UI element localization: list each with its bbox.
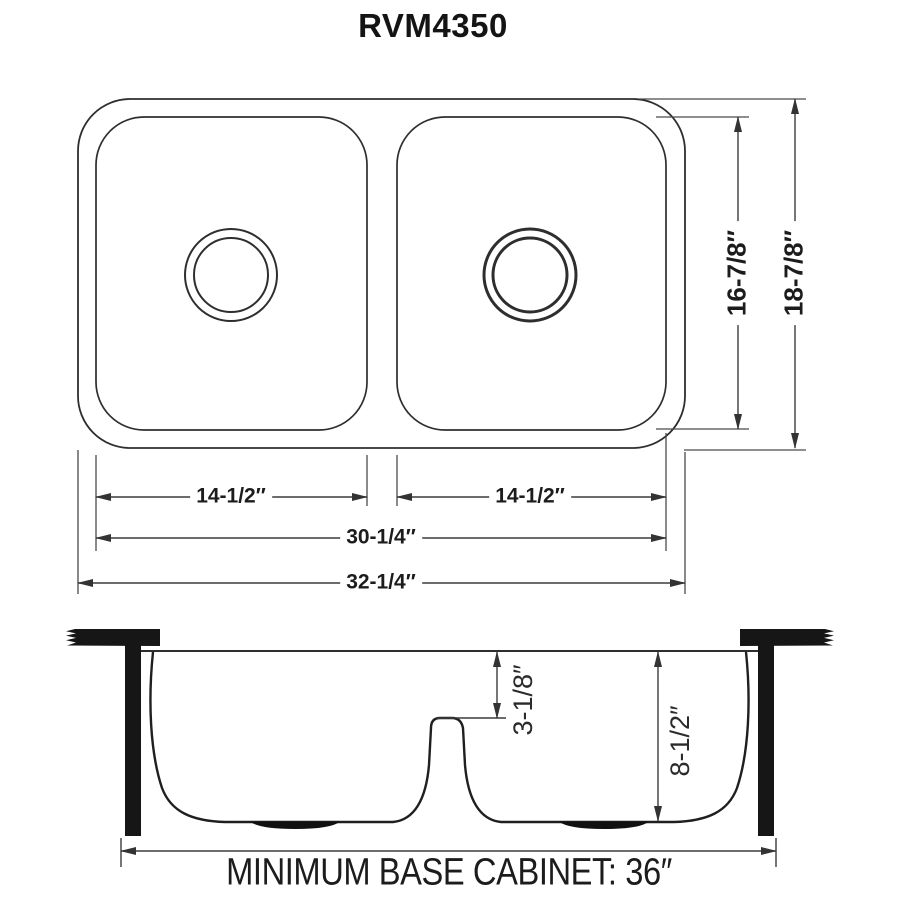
base-cabinet-note: MINIMUM BASE CABINET: 36″ [226,851,672,894]
left-bowl [95,116,368,431]
drain-right-section [559,821,649,829]
label-inner-width: 30-1/4″ [340,525,422,549]
left-drain [184,228,278,322]
label-inner-height: 16-7/8″ [722,220,752,326]
top-view-extension-lines [77,98,806,594]
cabinet-wall-left [125,644,141,836]
label-overall-height: 18-7/8″ [779,220,809,326]
right-bowl [396,116,667,431]
label-bowl-depth: 8-1/2″ [665,705,696,777]
sink-outer-rim [77,98,686,449]
sink-profile [149,651,750,824]
right-drain [482,227,578,323]
countertop-right [740,629,834,646]
section-dimension-lines [120,651,777,867]
drain-left-section [250,821,340,829]
label-overall-width: 32-1/4″ [340,570,422,594]
label-right-bowl-width: 14-1/2″ [489,484,571,508]
top-view [77,98,686,449]
cabinet-wall-right [758,644,774,836]
countertop-left [66,629,160,646]
section-view [66,629,834,867]
label-left-bowl-width: 14-1/2″ [190,484,272,508]
label-divider-depth: 3-1/8″ [508,664,539,736]
top-view-dimension-lines [77,98,799,587]
model-number: RVM4350 [358,7,508,44]
